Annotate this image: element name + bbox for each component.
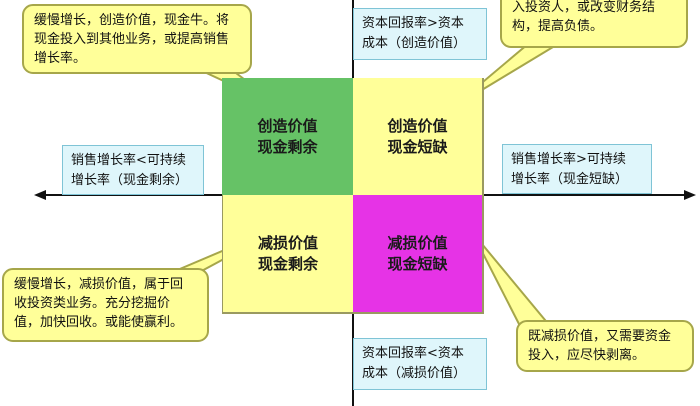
label-text: 资本回报率<资本 [362, 346, 464, 361]
label-roic-above-cost: 资本回报率>资本 成本（创造价值） [353, 8, 487, 60]
callout-text: 值，加快回收。或能使赢利。 [14, 315, 184, 330]
callout-text: 缓慢增长，创造价值，现金牛。将 [34, 13, 230, 28]
horizontal-axis-right-arrow [684, 190, 696, 200]
label-text: 增长率（现金剩余） [71, 173, 189, 188]
callout-bottom-left: 缓慢增长，减损价值，属于回 收投资类业务。充分挖掘价 值，加快回收。或能使赢利。 [2, 268, 209, 342]
callout-top-right: 入投资人，或改变财务结 构，提高负债。 [500, 0, 688, 48]
quadrant-text: 现金短缺 [387, 254, 448, 273]
quadrant-text: 减损价值 [387, 233, 448, 252]
quadrant-text: 现金剩余 [257, 254, 318, 273]
callout-text: 收投资类业务。充分挖掘价 [14, 296, 171, 311]
label-roic-below-cost: 资本回报率<资本 成本（减损价值） [353, 338, 487, 390]
callout-text: 投入，应尽快剥离。 [528, 348, 646, 363]
callout-text: 构，提高负债。 [512, 19, 604, 34]
label-text: 成本（创造价值） [362, 36, 467, 51]
label-growth-below-sustainable: 销售增长率<可持续 增长率（现金剩余） [62, 145, 204, 195]
quadrant-create-value-cash-shortage: 创造价值 现金短缺 [353, 78, 484, 195]
label-text: 资本回报率>资本 [362, 16, 464, 31]
quadrant-text: 减损价值 [257, 233, 318, 252]
label-text: 销售增长率>可持续 [511, 152, 626, 167]
callout-text: 现金投入到其他业务，或提高销售 [34, 32, 230, 47]
callout-text: 缓慢增长，减损价值，属于回 [14, 277, 184, 292]
label-text: 销售增长率<可持续 [71, 153, 186, 168]
quadrant-create-value-cash-surplus: 创造价值 现金剩余 [222, 78, 353, 195]
callout-text: 入投资人，或改变财务结 [512, 0, 656, 15]
callout-text: 既减损价值，又需要资金 [528, 329, 672, 344]
label-growth-above-sustainable: 销售增长率>可持续 增长率（现金短缺） [502, 144, 652, 194]
label-text: 成本（减损价值） [362, 366, 467, 381]
quadrant-destroy-value-cash-shortage: 减损价值 现金短缺 [353, 195, 484, 314]
horizontal-axis-left-arrow [34, 190, 46, 200]
callout-top-left: 缓慢增长，创造价值，现金牛。将 现金投入到其他业务，或提高销售 增长率。 [22, 4, 252, 74]
callout-text: 增长率。 [34, 51, 87, 66]
quadrant-destroy-value-cash-surplus: 减损价值 现金剩余 [222, 195, 353, 314]
quadrant-text: 创造价值 [257, 116, 318, 135]
quadrant-text: 创造价值 [387, 116, 448, 135]
label-text: 增长率（现金短缺） [511, 172, 629, 187]
quadrant-text: 现金剩余 [257, 137, 318, 156]
quadrant-text: 现金短缺 [387, 137, 448, 156]
callout-bottom-right: 既减损价值，又需要资金 投入，应尽快剥离。 [516, 320, 694, 372]
